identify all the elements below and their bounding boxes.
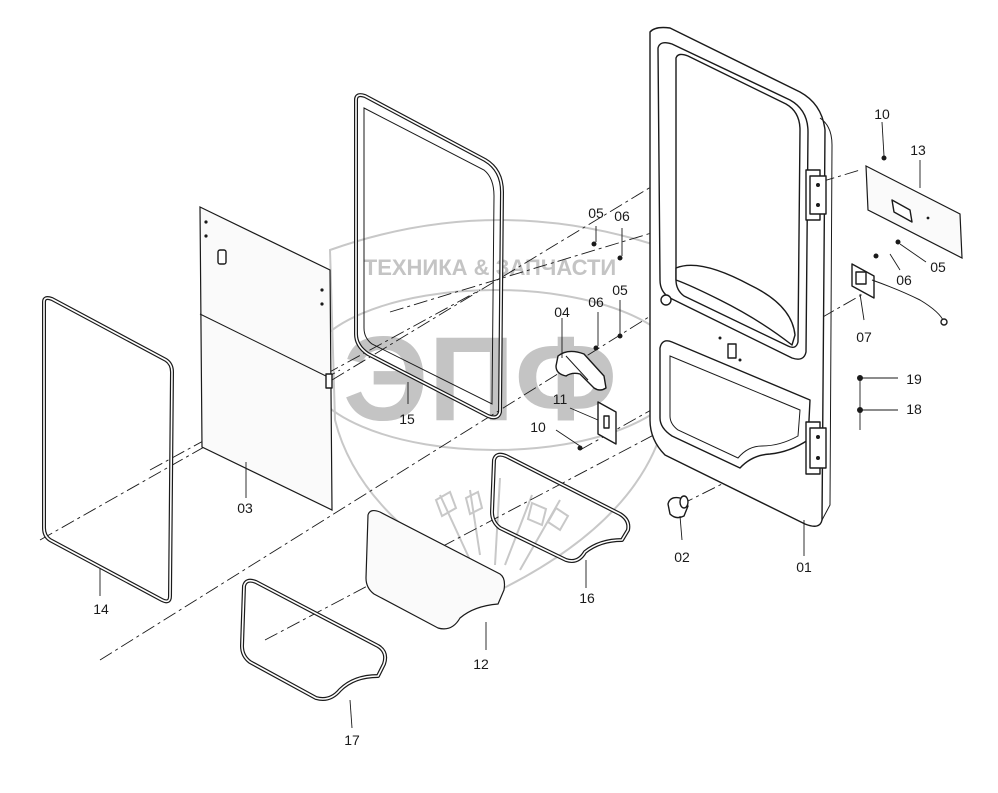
cover-plate-13 bbox=[865, 164, 963, 260]
callout-01: 01 bbox=[796, 559, 812, 575]
callout-06c: 06 bbox=[896, 272, 912, 288]
glass-pane-12 bbox=[365, 509, 506, 630]
gasket-14 bbox=[42, 296, 174, 604]
callout-10b: 10 bbox=[530, 419, 546, 435]
callout-13: 13 bbox=[910, 142, 926, 158]
screw-05b-icon bbox=[617, 333, 623, 339]
washer-06c-icon bbox=[873, 253, 879, 259]
watermark-logo: ЭПФ bbox=[343, 312, 617, 446]
hinge-upper-icon bbox=[805, 169, 827, 221]
callout-15: 15 bbox=[399, 411, 415, 427]
bracket-07 bbox=[851, 263, 948, 326]
gasket-16 bbox=[490, 452, 631, 563]
callout-10a: 10 bbox=[874, 106, 890, 122]
lock-plate-11 bbox=[597, 401, 617, 445]
callout-05b: 05 bbox=[612, 282, 628, 298]
callout-14: 14 bbox=[93, 601, 109, 617]
window-glass-15 bbox=[354, 93, 504, 420]
trim-panel-03 bbox=[199, 206, 333, 511]
callout-05c: 05 bbox=[930, 259, 946, 275]
callout-06b: 06 bbox=[588, 294, 604, 310]
washer-06a-icon bbox=[617, 255, 623, 261]
washer-06b-icon bbox=[593, 345, 599, 351]
hinge-lower-icon bbox=[805, 421, 827, 475]
callout-12: 12 bbox=[473, 656, 489, 672]
screw-10a-icon bbox=[881, 155, 887, 161]
callout-05a: 05 bbox=[588, 205, 604, 221]
callout-19: 19 bbox=[906, 371, 922, 387]
leader-lines bbox=[99, 121, 927, 729]
callout-06a: 06 bbox=[614, 208, 630, 224]
callout-03: 03 bbox=[237, 500, 253, 516]
callout-02: 02 bbox=[674, 549, 690, 565]
watermark: ЭПФ ТЕХНИКА & ЗАПЧАСТИ bbox=[306, 219, 684, 592]
wheat-icon bbox=[434, 477, 570, 571]
gasket-17 bbox=[240, 578, 388, 701]
callout-04: 04 bbox=[554, 304, 570, 320]
watermark-text: ТЕХНИКА & ЗАПЧАСТИ bbox=[364, 255, 617, 280]
callout-07: 07 bbox=[856, 329, 872, 345]
screw-05a-icon bbox=[591, 241, 597, 247]
callout-11: 11 bbox=[553, 391, 568, 407]
callout-16: 16 bbox=[579, 590, 595, 606]
callout-17: 17 bbox=[344, 732, 360, 748]
callout-labels: 01 02 03 04 05 06 06 05 10 13 06 05 07 1… bbox=[93, 106, 946, 748]
knob-02 bbox=[667, 495, 689, 519]
door-frame bbox=[649, 26, 833, 527]
screw-05c-icon bbox=[895, 239, 901, 245]
screw-10b-icon bbox=[577, 445, 583, 451]
door-handle-04 bbox=[555, 350, 607, 391]
callout-18: 18 bbox=[906, 401, 922, 417]
